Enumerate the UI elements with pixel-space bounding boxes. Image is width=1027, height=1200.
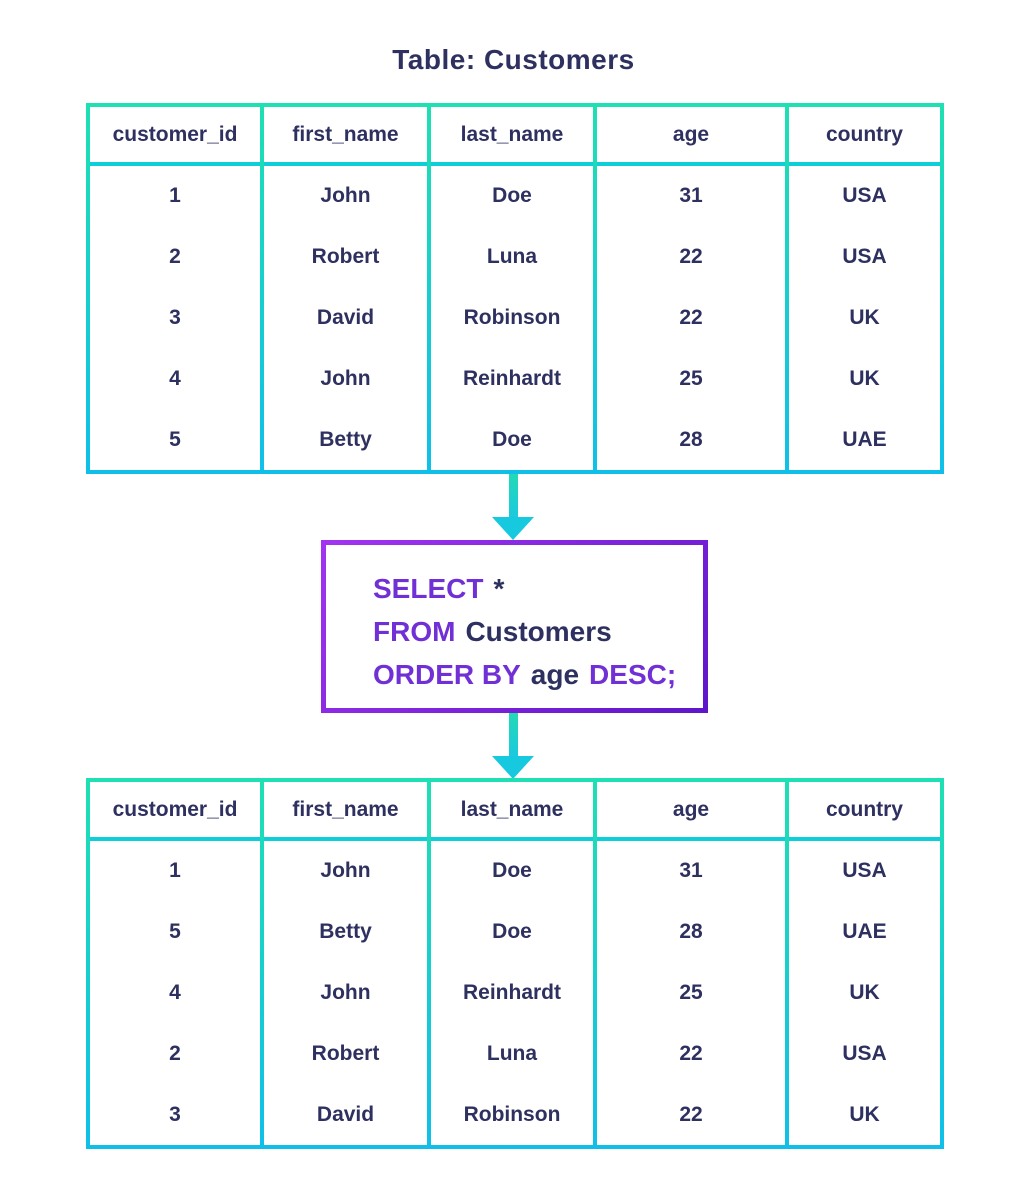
arrow-head bbox=[492, 756, 534, 779]
sql-line-select: SELECT * bbox=[373, 567, 703, 610]
table-cell: 28 bbox=[679, 427, 703, 451]
column-header: customer_id bbox=[90, 782, 260, 841]
table-cell: Luna bbox=[486, 245, 538, 269]
sql-from-argument: Customers bbox=[465, 616, 612, 647]
table-cell: 4 bbox=[169, 366, 181, 390]
table-cell: 5 bbox=[169, 920, 181, 944]
table-cell: 25 bbox=[679, 366, 703, 390]
table-cell: 1 bbox=[169, 859, 181, 883]
table-column: customer_id 1 2 3 4 5 bbox=[90, 107, 260, 470]
column-header: age bbox=[597, 782, 785, 841]
table-cell: 2 bbox=[169, 1041, 181, 1065]
table-cell: 5 bbox=[169, 427, 181, 451]
table-cell: USA bbox=[842, 1041, 887, 1065]
table-cell: Doe bbox=[492, 920, 532, 944]
table-cell: Betty bbox=[319, 920, 372, 944]
table-cell: Betty bbox=[319, 427, 372, 451]
table-cell: 22 bbox=[679, 245, 703, 269]
table-cell: David bbox=[316, 305, 375, 329]
table-cell: UAE bbox=[842, 427, 887, 451]
sql-orderby-argument: age bbox=[530, 659, 580, 690]
column-header: country bbox=[789, 782, 940, 841]
sql-keyword-orderby: ORDER BY bbox=[373, 659, 521, 690]
table-cell: UK bbox=[849, 366, 880, 390]
arrow-stem bbox=[508, 713, 518, 757]
table-cell: Doe bbox=[492, 427, 532, 451]
down-arrow-icon bbox=[492, 474, 534, 540]
column-header: first_name bbox=[264, 782, 427, 841]
sql-line-orderby: ORDER BY age DESC; bbox=[373, 653, 703, 696]
table-cell: Reinhardt bbox=[462, 366, 561, 390]
table-cell: David bbox=[316, 1102, 375, 1126]
table-cell: John bbox=[320, 184, 371, 208]
table-cell: 4 bbox=[169, 980, 181, 1004]
table-cell: John bbox=[320, 366, 371, 390]
table-cell: UAE bbox=[842, 920, 887, 944]
sql-keyword-desc: DESC; bbox=[589, 659, 677, 690]
table-cell: USA bbox=[842, 245, 887, 269]
sql-query-box: SELECT * FROM Customers ORDER BY age DESC; bbox=[321, 540, 708, 713]
table-cell: Reinhardt bbox=[462, 980, 561, 1004]
column-header: age bbox=[597, 107, 785, 166]
table-column: age 31 22 22 25 28 bbox=[597, 107, 785, 470]
sql-select-argument: * bbox=[493, 573, 505, 604]
column-header: customer_id bbox=[90, 107, 260, 166]
down-arrow-icon bbox=[492, 713, 534, 779]
column-header: last_name bbox=[431, 782, 593, 841]
sql-keyword-from: FROM bbox=[373, 616, 456, 647]
table-cell: Doe bbox=[492, 184, 532, 208]
sql-keyword-select: SELECT bbox=[373, 573, 484, 604]
table-cell: John bbox=[320, 980, 371, 1004]
table-cell: USA bbox=[842, 859, 887, 883]
table-cell: Robert bbox=[311, 1041, 380, 1065]
table-cell: Robinson bbox=[463, 305, 561, 329]
table-cell: 2 bbox=[169, 245, 181, 269]
table-cell: 3 bbox=[169, 1102, 181, 1126]
table-cell: Luna bbox=[486, 1041, 538, 1065]
table-cell: Robinson bbox=[463, 1102, 561, 1126]
table-column: customer_id 1 5 4 2 3 bbox=[90, 782, 260, 1145]
table-column: age 31 28 25 22 22 bbox=[597, 782, 785, 1145]
table-cell: 31 bbox=[679, 184, 703, 208]
table-cell: 31 bbox=[679, 859, 703, 883]
table-cell: UK bbox=[849, 980, 880, 1004]
table-cell: UK bbox=[849, 1102, 880, 1126]
page-title: Table: Customers bbox=[392, 44, 635, 75]
column-header: first_name bbox=[264, 107, 427, 166]
table-cell: 1 bbox=[169, 184, 181, 208]
table-cell: USA bbox=[842, 184, 887, 208]
column-header: last_name bbox=[431, 107, 593, 166]
table-cell: 3 bbox=[169, 305, 181, 329]
sql-line-from: FROM Customers bbox=[373, 610, 703, 653]
table-cell: 28 bbox=[679, 920, 703, 944]
arrow-head bbox=[492, 517, 534, 540]
table-cell: UK bbox=[849, 305, 880, 329]
table-cell: John bbox=[320, 859, 371, 883]
table-cell: 22 bbox=[679, 1102, 703, 1126]
table-cell: 22 bbox=[679, 1041, 703, 1065]
table-cell: Doe bbox=[492, 859, 532, 883]
table-cell: 22 bbox=[679, 305, 703, 329]
table-cell: 25 bbox=[679, 980, 703, 1004]
table-cell: Robert bbox=[311, 245, 380, 269]
arrow-stem bbox=[508, 474, 518, 518]
column-header: country bbox=[789, 107, 940, 166]
